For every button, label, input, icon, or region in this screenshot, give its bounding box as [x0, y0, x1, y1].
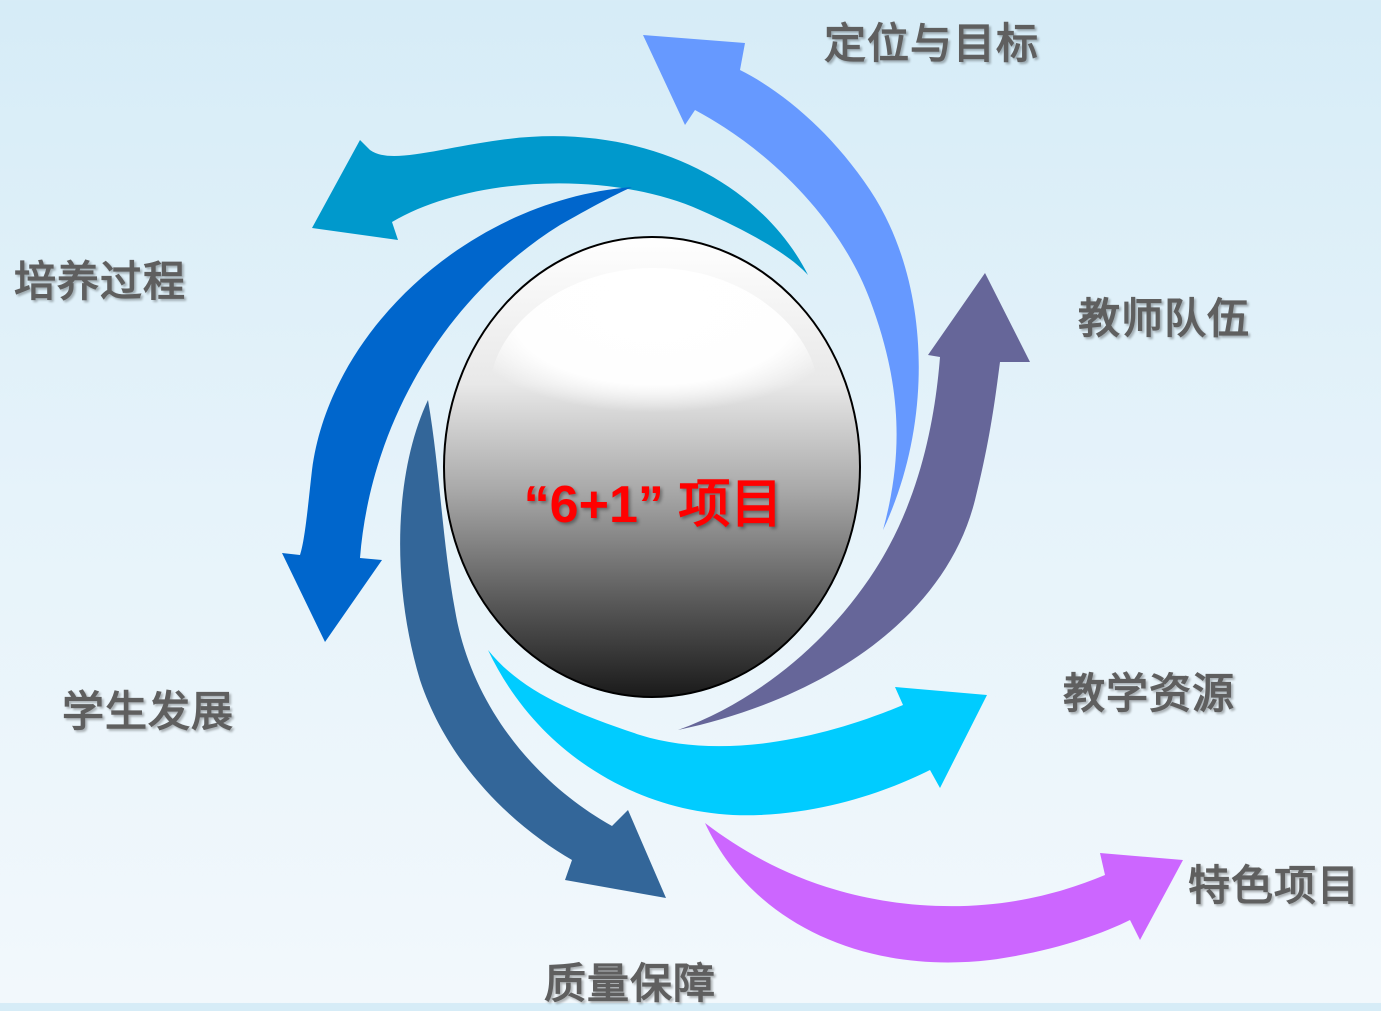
label-cultivation: 培养过程: [14, 257, 187, 306]
label-positioning: 定位与目标: [824, 19, 1040, 68]
label-students: 学生发展: [62, 687, 235, 736]
arrow-cultivation: [312, 136, 808, 275]
label-featured: 特色项目: [1188, 861, 1361, 910]
label-quality: 质量保障: [544, 959, 717, 1008]
arrow-teachers: [678, 273, 1030, 730]
arrow-quality: [400, 400, 666, 898]
center-title: “6+1” 项目: [523, 476, 783, 534]
arrow-positioning: [643, 35, 919, 530]
label-resources: 教学资源: [1063, 669, 1236, 718]
arrow-resources: [488, 650, 987, 816]
sphere-highlight: [490, 267, 818, 420]
label-teachers: 教师队伍: [1078, 294, 1251, 343]
arrow-students: [282, 187, 632, 642]
arrow-featured: [705, 823, 1183, 963]
